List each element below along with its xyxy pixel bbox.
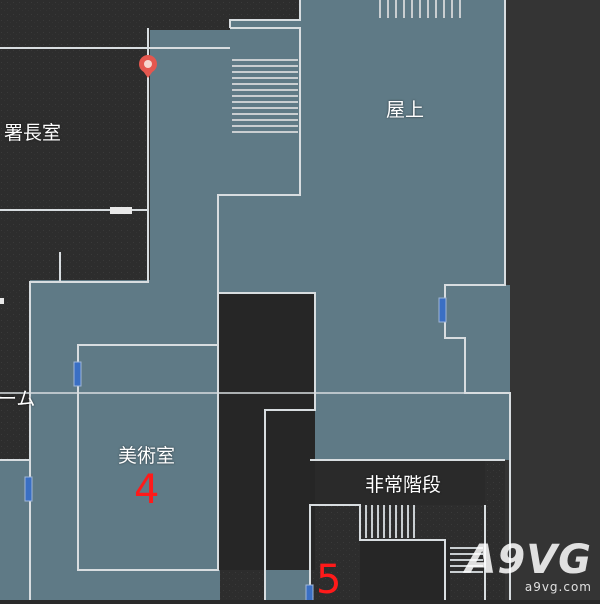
small-white-marker: [110, 207, 132, 214]
watermark-url: a9vg.com: [524, 580, 592, 594]
door-rooftop-east: [438, 297, 447, 323]
doors: [24, 297, 447, 602]
right-dark-area: [505, 0, 600, 600]
top-stairs: [379, 0, 461, 18]
label-chief-office: 署長室: [4, 122, 62, 144]
door-art-room: [73, 361, 82, 387]
rooftop-stairs: [232, 59, 298, 133]
door-left: [24, 476, 33, 502]
label-rooftop: 屋上: [386, 99, 425, 121]
emergency-stairs-steps: [365, 505, 483, 573]
watermark-logo: A9VG: [465, 537, 592, 583]
dark-center-room: [218, 293, 315, 570]
dark-stair-bottom: [360, 540, 450, 600]
door-stairs: [305, 584, 314, 602]
dark-lower-block: [315, 460, 485, 505]
location-pin-icon: [139, 55, 157, 78]
floor-area: [0, 0, 510, 600]
marker-4: 4: [134, 467, 160, 513]
label-partial-room: ーム: [0, 388, 36, 410]
label-emergency-stairs: 非常階段: [365, 474, 442, 496]
marker-5: 5: [316, 557, 342, 603]
watermark: A9VG a9vg.com: [465, 540, 592, 594]
label-art-room: 美術室: [118, 445, 176, 467]
small-white-marker-left: [0, 298, 4, 304]
